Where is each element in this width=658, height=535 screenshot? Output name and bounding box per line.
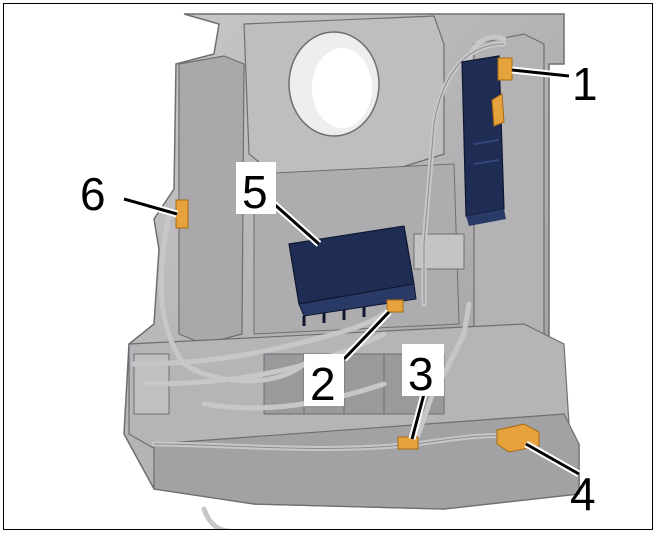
callout-4: 4: [570, 468, 596, 520]
callout-5: 5: [242, 166, 268, 218]
diagram-frame: 1 2 3 4 5 6: [3, 3, 653, 530]
control-module-1: [461, 55, 506, 226]
wire-harness-outline: [153, 43, 505, 449]
control-module-5: [288, 225, 417, 326]
callout-1: 1: [572, 58, 598, 110]
connector-1: [497, 57, 513, 81]
callout-2: 2: [310, 358, 336, 410]
connector-1b: [491, 93, 505, 127]
connector-6: [175, 199, 189, 229]
connectors: [175, 57, 540, 453]
callout-6: 6: [80, 168, 106, 220]
connector-2: [386, 299, 404, 313]
leader-lines: [123, 66, 581, 478]
callouts: 1 2 3 4 5 6: [80, 58, 598, 520]
connector-3: [397, 436, 419, 450]
seat-backrest-diagram: 1 2 3 4 5 6: [80, 13, 598, 529]
callout-3: 3: [408, 348, 434, 400]
